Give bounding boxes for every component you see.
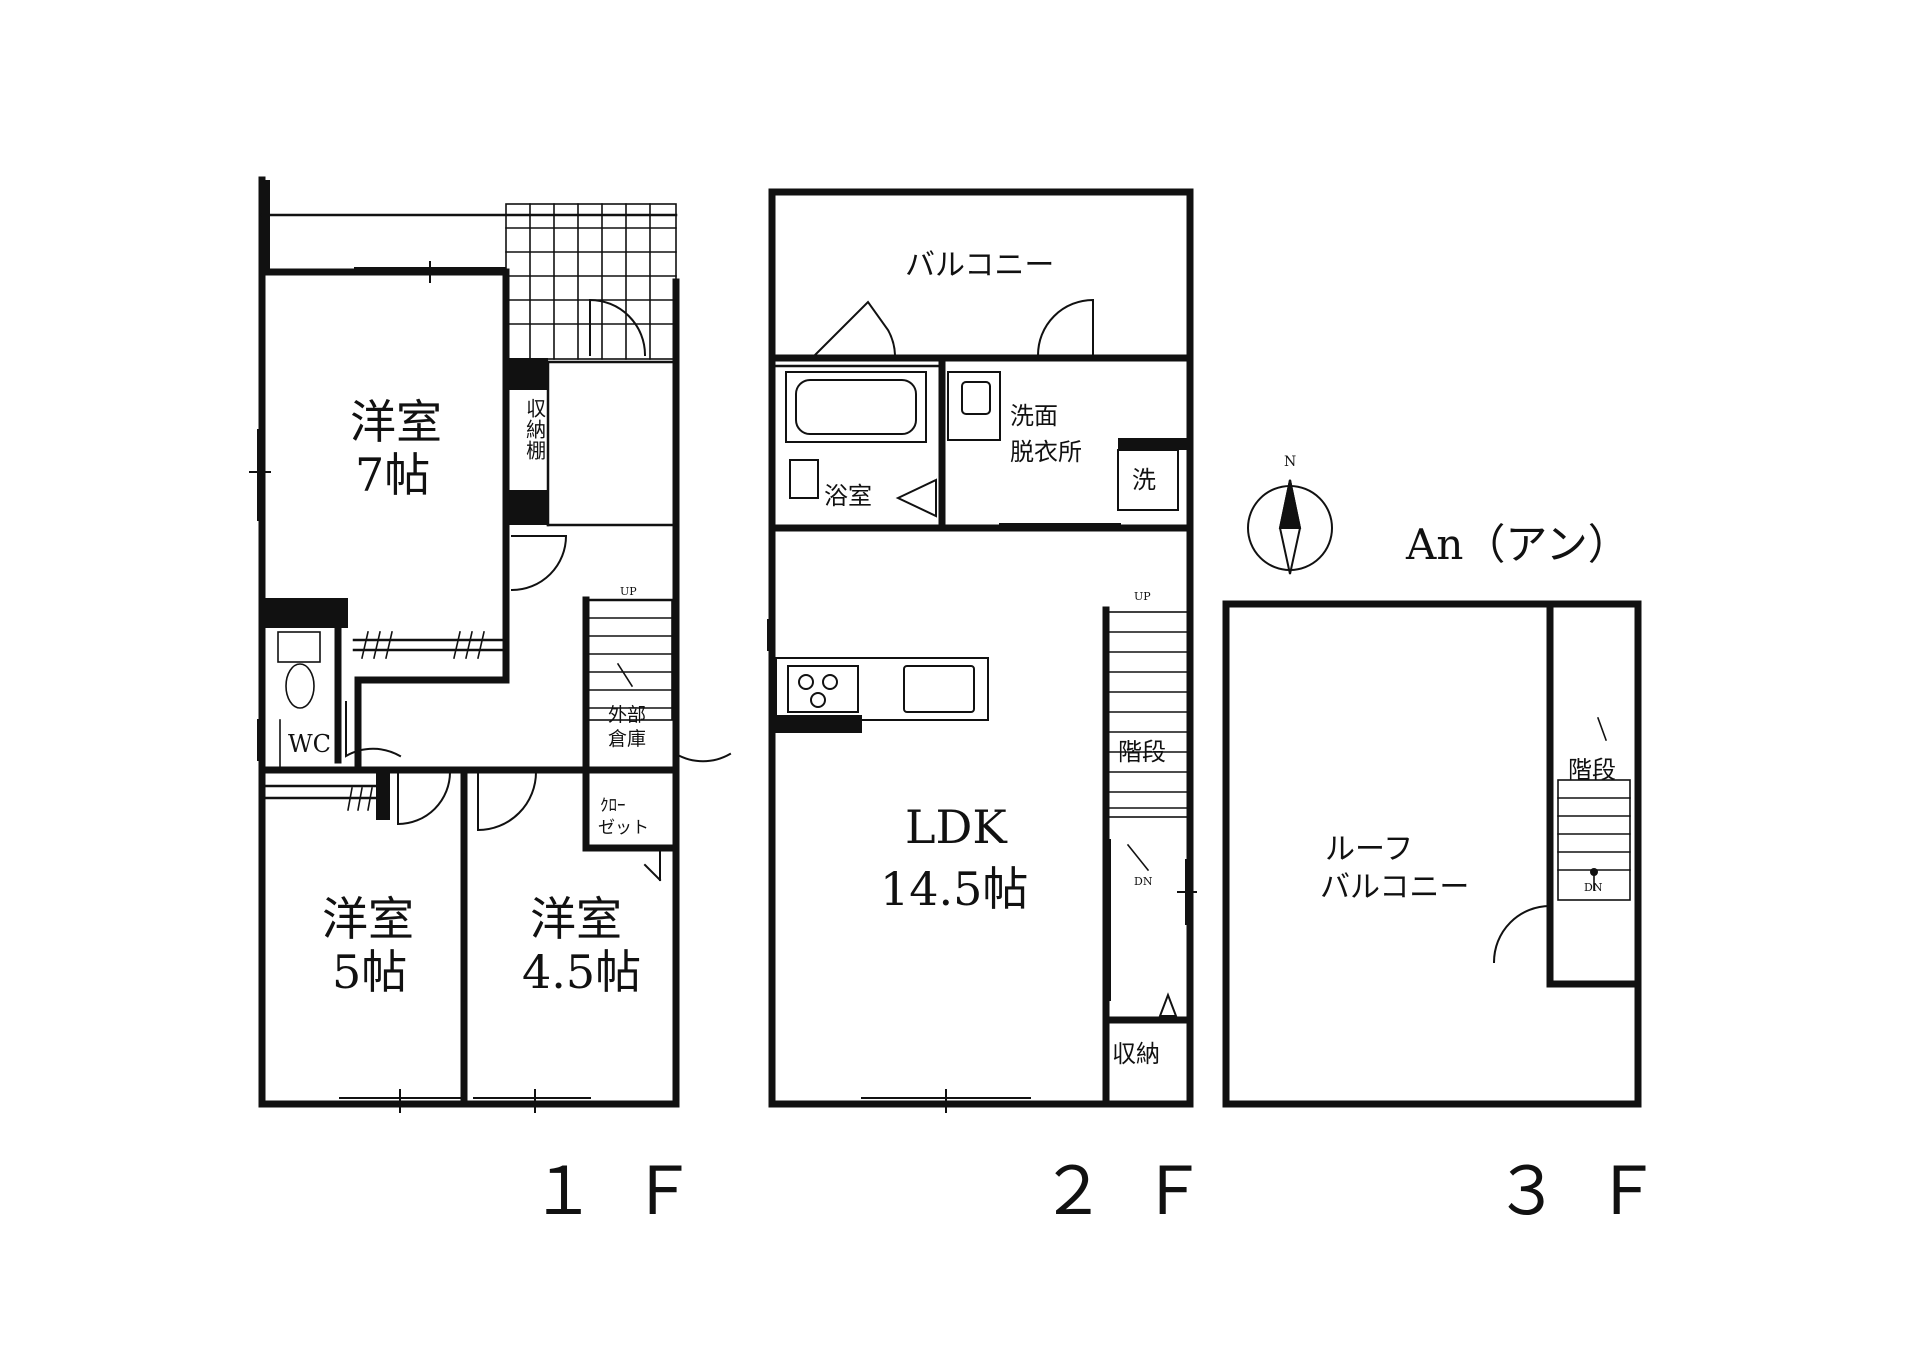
floor-1-doors [345, 298, 732, 882]
floor-1-windows [249, 261, 591, 1113]
stairs-label-2f: 階段 [1118, 738, 1166, 766]
floor-3-label: ３Ｆ [1494, 1153, 1694, 1230]
room-7jo-name: 洋室 [350, 395, 442, 449]
stairs-down-label-3f: DN [1584, 881, 1603, 894]
floor-2-stairs [1107, 611, 1189, 872]
external-storage-label-2: 倉庫 [608, 728, 647, 750]
wc-fixtures [277, 631, 321, 771]
floor-1-stairs [587, 599, 673, 721]
storage-shelf-label: 収納棚 [522, 398, 547, 461]
kitchen-counter [775, 657, 989, 721]
room-45jo-size: 4.5帖 [522, 945, 642, 999]
floor-3-walls [1222, 600, 1642, 1108]
external-storage-label-1: 外部 [608, 704, 647, 726]
closet-label-1: ｸﾛｰ [600, 796, 626, 816]
floor-2-walls [768, 188, 1194, 1108]
stairs-up-label-2f: UP [1134, 590, 1151, 603]
floor-3-door [1492, 904, 1551, 964]
entrance-tile-grid [505, 203, 677, 360]
stairs-label-3f: 階段 [1568, 756, 1616, 784]
compass-icon [1247, 479, 1333, 575]
roof-balcony-label-1: ルーフ [1325, 832, 1414, 867]
bathroom-label: 浴室 [824, 482, 872, 510]
washer-label: 洗 [1132, 466, 1156, 494]
closet-label-2: ゼット [598, 818, 649, 838]
floor-2-windows [767, 523, 1197, 1113]
property-title: An（アン） [1406, 520, 1630, 569]
wc-label: WC [288, 730, 332, 758]
ldk-name: LDK [905, 800, 1007, 854]
storage-label-2f: 収納 [1112, 1040, 1160, 1068]
floor-3-stairs [1557, 716, 1631, 901]
floor-1-label: １Ｆ [530, 1153, 730, 1230]
balcony-label: バルコニー [905, 248, 1055, 283]
washroom-label-1: 洗面 [1010, 402, 1058, 430]
bathtub [785, 371, 927, 499]
compass-north-label: N [1284, 454, 1297, 470]
closet-sliding-doors [347, 631, 505, 811]
room-5jo-size: 5帖 [332, 945, 408, 999]
washroom-label-2: 脱衣所 [1010, 438, 1082, 466]
room-45jo-name: 洋室 [530, 892, 622, 946]
ldk-size: 14.5帖 [880, 862, 1029, 916]
stairs-up-label-1f: UP [620, 585, 637, 598]
stairs-down-label-2f: DN [1134, 875, 1153, 888]
floor-2-label: ２Ｆ [1040, 1153, 1240, 1230]
room-5jo-name: 洋室 [322, 892, 414, 946]
roof-balcony-label-2: バルコニー [1320, 870, 1470, 905]
room-7jo-size: 7帖 [355, 448, 431, 502]
solid-wall-blocks [262, 180, 1598, 876]
floor-2-doors [813, 298, 1178, 1017]
